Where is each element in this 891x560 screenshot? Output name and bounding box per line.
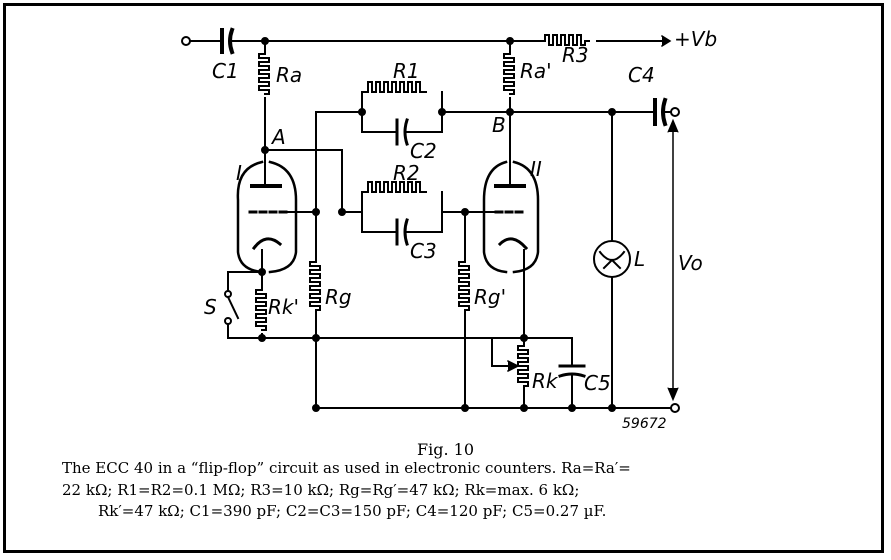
- label-rk: Rk: [532, 369, 559, 393]
- resistor-r2: [361, 181, 427, 193]
- resistor-rk: [517, 337, 529, 397]
- label-c4: C4: [628, 63, 655, 87]
- input-terminal: [181, 36, 191, 46]
- label-r1: R1: [393, 59, 420, 83]
- resistor-ra: [258, 53, 270, 95]
- resistor-rg-prime: [458, 261, 470, 311]
- capacitor-c4: [653, 97, 668, 127]
- label-c1: C1: [212, 59, 239, 83]
- label-rg-prime: Rg': [474, 285, 506, 309]
- figure-frame: [3, 3, 884, 553]
- figure-reference-number: 59672: [622, 416, 667, 432]
- switch-s: [224, 290, 240, 325]
- neon-lamp-l: [593, 240, 631, 278]
- output-terminal-top: [670, 107, 680, 117]
- label-node-a: A: [270, 125, 286, 149]
- tube-i: [236, 160, 298, 274]
- resistor-r3: [544, 34, 590, 46]
- label-tube-i: I: [236, 161, 242, 185]
- tube-ii: [482, 160, 540, 274]
- resistor-rg: [309, 261, 321, 311]
- caption-line-2: 22 kΩ; R1=R2=0.1 MΩ; R3=10 kΩ; Rg=Rg′=47…: [62, 481, 580, 499]
- resistor-rk-prime: [255, 289, 267, 331]
- label-c2: C2: [410, 139, 437, 163]
- figure-title: Fig. 10: [417, 440, 474, 459]
- label-s: S: [204, 295, 217, 319]
- capacitor-c5: [558, 364, 586, 378]
- label-c5: C5: [584, 371, 611, 395]
- caption-line-3: Rk′=47 kΩ; C1=390 pF; C2=C3=150 pF; C4=1…: [98, 502, 607, 520]
- label-rk-prime: Rk': [268, 295, 299, 319]
- label-vb: +Vb: [674, 27, 717, 51]
- label-tube-ii: II: [530, 157, 542, 181]
- output-terminal-bottom: [670, 403, 680, 413]
- caption-line-1: The ECC 40 in a “flip-flop” circuit as u…: [62, 459, 631, 477]
- label-rg: Rg: [325, 285, 352, 309]
- label-ra-prime: Ra': [520, 59, 552, 83]
- label-ra: Ra: [276, 63, 302, 87]
- label-vo: Vo: [678, 251, 703, 275]
- label-l: L: [634, 247, 645, 271]
- resistor-r1: [361, 81, 427, 93]
- resistor-ra-prime: [503, 53, 515, 95]
- label-node-b: B: [492, 113, 506, 137]
- label-c3: C3: [410, 239, 437, 263]
- label-r2: R2: [393, 161, 420, 185]
- label-r3: R3: [562, 43, 589, 67]
